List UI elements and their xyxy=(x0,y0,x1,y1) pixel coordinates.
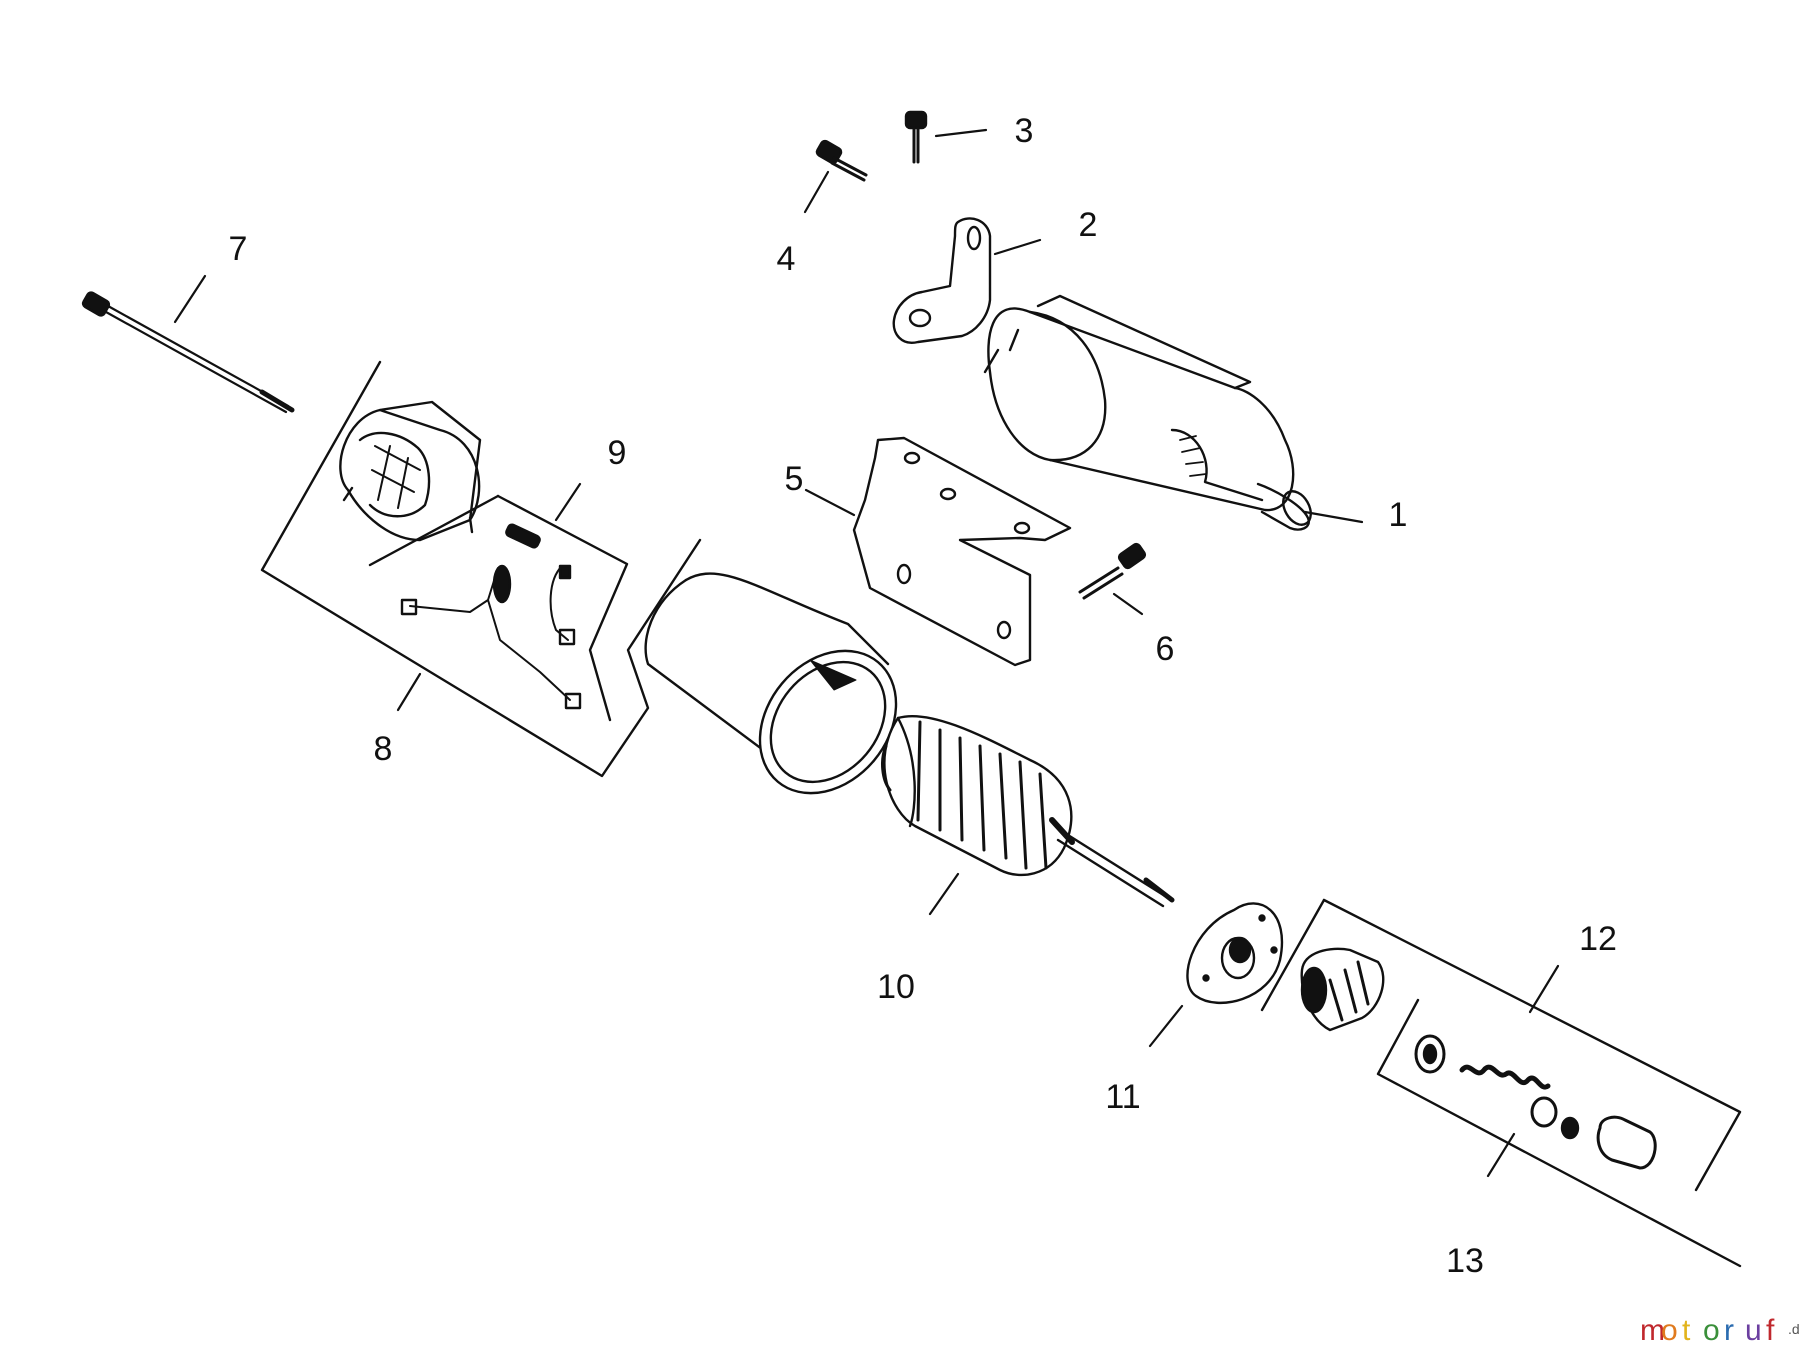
part-12-drive-pinion-kit xyxy=(1260,898,1742,1192)
label-part-5: 5 xyxy=(785,460,804,498)
watermark-suffix: .de xyxy=(1788,1321,1800,1337)
part-11-drive-end-plate xyxy=(1186,902,1283,1004)
label-part-7: 7 xyxy=(229,230,248,268)
label-part-9: 9 xyxy=(608,434,627,472)
part-2-bracket xyxy=(892,217,992,344)
watermark-letter: u xyxy=(1745,1314,1762,1347)
part-1-starter-motor xyxy=(983,294,1312,531)
watermark-letter: o xyxy=(1661,1314,1678,1347)
frame-housing-tube xyxy=(644,572,898,795)
watermark-letter: t xyxy=(1682,1314,1691,1347)
watermark-letter: f xyxy=(1766,1314,1775,1347)
part-3-screw xyxy=(904,110,928,164)
part-8-end-cap-assembly xyxy=(260,360,702,778)
label-part-4: 4 xyxy=(777,240,796,278)
label-part-6: 6 xyxy=(1156,630,1175,668)
part-labels: 1 2 3 4 5 6 7 8 9 10 11 12 13 xyxy=(229,112,1617,1280)
watermark-letter: o xyxy=(1703,1314,1720,1347)
part-10-armature xyxy=(881,714,1175,908)
leader-lines xyxy=(173,128,1560,1178)
label-part-12: 12 xyxy=(1579,920,1617,958)
watermark-letter: r xyxy=(1724,1314,1734,1347)
label-part-8: 8 xyxy=(374,730,393,768)
part-4-screw xyxy=(815,139,868,182)
part-9-brush-holder-wiring xyxy=(368,494,629,722)
label-part-2: 2 xyxy=(1079,206,1098,244)
part-5-mounting-plate xyxy=(852,436,1072,667)
part-6-screw xyxy=(1078,542,1147,600)
watermark-letter: m xyxy=(1640,1314,1665,1347)
label-part-11: 11 xyxy=(1105,1078,1140,1116)
part-7-through-bolt xyxy=(81,291,295,414)
label-part-10: 10 xyxy=(877,968,915,1006)
label-part-13: 13 xyxy=(1446,1242,1484,1280)
part-13-spring-retainer-set xyxy=(1376,998,1742,1268)
label-part-3: 3 xyxy=(1015,112,1034,150)
label-part-1: 1 xyxy=(1389,496,1408,534)
